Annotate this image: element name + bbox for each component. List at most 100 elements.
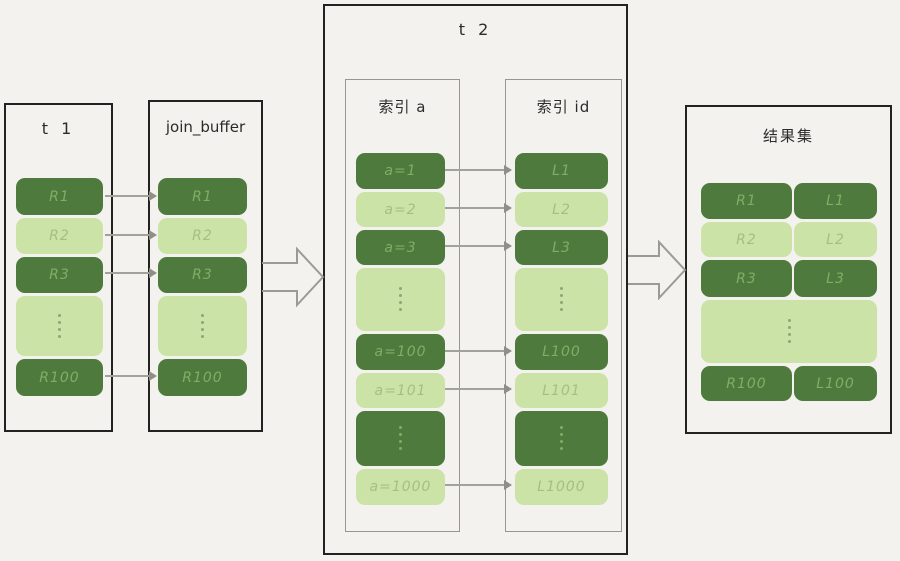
- t1-box: t 1 R1 R2 R3 R100: [4, 103, 113, 432]
- arrow-a2-to-l2: [445, 203, 512, 213]
- join-buffer-row-ellipsis: [158, 296, 247, 356]
- result-row-2: R2 L2: [701, 222, 877, 257]
- arrow-t1-r2-to-buffer: [105, 230, 157, 240]
- vertical-ellipsis-icon: [560, 433, 563, 436]
- index-a-row-ellipsis-2: [356, 411, 445, 466]
- index-id-row-101: L101: [515, 373, 608, 408]
- index-id-row-3: L3: [515, 230, 608, 265]
- arrow-t1-r3-to-buffer: [105, 268, 157, 278]
- row-label: R1: [49, 188, 70, 205]
- row-label: R1: [736, 193, 757, 209]
- index-id-row-2: L2: [515, 192, 608, 227]
- t1-row-r100: R100: [16, 359, 103, 396]
- result-set-box: 结果集 R1 L1 R2 L2 R3 L3 R100 L100: [685, 105, 892, 434]
- row-label: L1: [552, 163, 571, 179]
- index-a-row-ellipsis: [356, 268, 445, 331]
- t1-rows: R1 R2 R3 R100: [16, 178, 103, 396]
- result-row-ellipsis: [701, 300, 877, 363]
- t1-title: t 1: [41, 119, 76, 138]
- row-label: R100: [182, 369, 223, 386]
- arrow-a101-to-l101: [445, 384, 512, 394]
- result-set-rows: R1 L1 R2 L2 R3 L3 R100 L100: [701, 183, 877, 401]
- vertical-ellipsis-icon: [560, 294, 563, 297]
- vertical-ellipsis-icon: [201, 320, 204, 324]
- row-label: R3: [736, 270, 757, 287]
- index-a-title: 索引 a: [378, 98, 427, 116]
- join-buffer-row-r3: R3: [158, 257, 247, 293]
- index-a-row-1: a=1: [356, 153, 445, 189]
- row-label: L100: [816, 375, 855, 392]
- t1-row-ellipsis: [16, 296, 103, 356]
- row-label: R100: [39, 369, 80, 386]
- index-id-rows: L1 L2 L3 L100 L101 L1000: [515, 153, 608, 505]
- row-label: R2: [49, 228, 70, 244]
- arrow-t1-r100-to-buffer: [105, 371, 157, 381]
- vertical-ellipsis-icon: [58, 320, 61, 324]
- row-label: a=1: [384, 163, 417, 179]
- result-cell: L100: [794, 366, 877, 401]
- arrow-a100-to-l100: [445, 346, 512, 356]
- row-label: L1: [826, 193, 845, 209]
- index-id-box: 索引 id L1 L2 L3 L100 L101 L1000: [505, 79, 622, 532]
- row-label: a=101: [374, 382, 427, 399]
- t1-row-r3: R3: [16, 257, 103, 293]
- t2-title: t 2: [458, 20, 493, 39]
- index-a-row-1000: a=1000: [356, 469, 445, 505]
- row-label: L3: [826, 270, 845, 287]
- row-label: R2: [736, 231, 757, 248]
- t1-row-r1: R1: [16, 178, 103, 215]
- result-cell: R2: [701, 222, 792, 257]
- index-a-box: 索引 a a=1 a=2 a=3 a=100 a=101 a=1000: [345, 79, 460, 532]
- index-a-rows: a=1 a=2 a=3 a=100 a=101 a=1000: [356, 153, 445, 505]
- arrow-a3-to-l3: [445, 241, 512, 251]
- result-cell: R3: [701, 260, 792, 297]
- t2-box: t 2 索引 a a=1 a=2 a=3 a=100 a=101 a=1000 …: [323, 4, 628, 555]
- big-arrow-t2-to-result: [628, 240, 687, 300]
- join-buffer-rows: R1 R2 R3 R100: [158, 178, 247, 396]
- row-label: a=3: [384, 239, 417, 256]
- vertical-ellipsis-icon: [399, 294, 402, 297]
- index-id-row-ellipsis: [515, 268, 608, 331]
- result-cell: R1: [701, 183, 792, 219]
- index-id-row-ellipsis-2: [515, 411, 608, 466]
- big-arrow-buffer-to-t2: [262, 246, 325, 308]
- index-a-row-3: a=3: [356, 230, 445, 265]
- index-a-row-101: a=101: [356, 373, 445, 408]
- result-cell: L3: [794, 260, 877, 297]
- join-buffer-row-r1: R1: [158, 178, 247, 215]
- row-label: L2: [552, 201, 571, 218]
- row-label: L1000: [537, 479, 586, 495]
- row-label: a=2: [384, 201, 417, 218]
- row-label: R100: [726, 375, 767, 392]
- row-label: R3: [192, 267, 213, 283]
- row-label: L2: [826, 231, 845, 248]
- index-id-row-100: L100: [515, 334, 608, 370]
- row-label: L100: [542, 344, 581, 360]
- join-buffer-row-r2: R2: [158, 218, 247, 254]
- result-row-3: R3 L3: [701, 260, 877, 297]
- index-a-row-100: a=100: [356, 334, 445, 370]
- t1-row-r2: R2: [16, 218, 103, 254]
- index-a-row-2: a=2: [356, 192, 445, 227]
- result-row-100: R100 L100: [701, 366, 877, 401]
- row-label: R3: [49, 267, 70, 283]
- row-label: L101: [542, 382, 581, 399]
- join-buffer-row-r100: R100: [158, 359, 247, 396]
- row-label: R2: [192, 228, 213, 244]
- row-label: L3: [552, 239, 571, 256]
- vertical-ellipsis-icon: [399, 433, 402, 436]
- arrow-t1-r1-to-buffer: [105, 191, 157, 201]
- row-label: R1: [192, 188, 213, 205]
- join-buffer-title: join_buffer: [165, 118, 246, 136]
- index-id-row-1000: L1000: [515, 469, 608, 505]
- index-id-title: 索引 id: [536, 98, 591, 116]
- index-id-row-1: L1: [515, 153, 608, 189]
- result-set-title: 结果集: [762, 127, 814, 145]
- join-buffer-box: join_buffer R1 R2 R3 R100: [148, 100, 263, 432]
- vertical-ellipsis-icon: [787, 326, 791, 329]
- result-cell: R100: [701, 366, 792, 401]
- arrow-a1-to-l1: [445, 165, 512, 175]
- row-label: a=1000: [369, 479, 432, 495]
- result-cell: L2: [794, 222, 877, 257]
